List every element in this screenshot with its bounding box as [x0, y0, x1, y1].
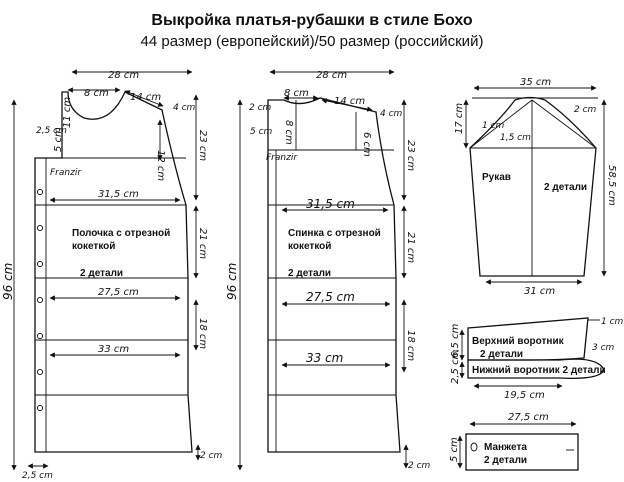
sleeve-cap-diag-left — [469, 99, 533, 149]
button-mark — [36, 332, 44, 340]
sleeve-one-five: 1,5 cm — [500, 133, 531, 143]
cuff-height: 5 cm — [449, 437, 460, 462]
collar-lower-outline — [467, 358, 605, 379]
page-subtitle: 44 размер (европейский)/50 размер (росси… — [140, 33, 484, 50]
collar-one: 1 cm — [601, 317, 624, 327]
sleeve-bottom-width: 31 cm — [524, 286, 555, 297]
front-label-2: кокеткой — [72, 241, 115, 252]
cuff-piece: 27,5 cm 5 cm Манжета 2 детали — [449, 412, 579, 471]
cuff-width: 27,5 cm — [508, 412, 549, 423]
cuff-button-mark — [470, 442, 478, 452]
back-label-2: кокеткой — [288, 241, 331, 252]
front-piece: 28 cm 8 cm 14 cm 11 cm 4 cm 2,5 cm 5 cm … — [1, 69, 223, 481]
sleeve-two: 2 cm — [574, 105, 597, 115]
back-six: 6 cm — [361, 132, 372, 157]
front-neck-depth: 11 cm — [62, 97, 73, 128]
sleeve-label: Рукав — [482, 172, 511, 183]
front-top-width: 28 cm — [108, 70, 139, 81]
back-shoulder: 14 cm — [334, 96, 365, 107]
back-neck-width: 8 cm — [284, 88, 309, 99]
front-side-small: 4 cm — [173, 103, 196, 113]
back-hem-drop: 2 cm — [408, 461, 431, 471]
back-five: 5 cm — [250, 127, 273, 137]
front-yoke-height: 23 cm — [197, 130, 208, 161]
cuff-label: Манжета — [484, 442, 527, 453]
front-buttons — [36, 188, 44, 412]
sleeve-length: 58,5 cm — [606, 165, 617, 206]
back-shoulder-dim — [321, 98, 373, 112]
collar-width: 19,5 cm — [504, 390, 545, 401]
button-mark — [36, 260, 44, 268]
back-label-1: Спинка с отрезной — [288, 228, 381, 239]
cuff-outline — [465, 433, 579, 471]
collar-h2: 2,5 cm — [450, 349, 461, 384]
front-waist: 27,5 cm — [98, 287, 139, 298]
back-top-width: 28 cm — [316, 70, 347, 81]
collar-upper-label: Верхний воротник — [472, 336, 565, 347]
front-franzir: Franzir — [50, 168, 82, 178]
back-side-small: 4 cm — [380, 109, 403, 119]
sleeve-cap-height: 17 cm — [454, 103, 465, 134]
collar-h1: 6,5 cm — [450, 323, 461, 358]
button-mark — [36, 296, 44, 304]
back-waist: 27,5 cm — [306, 290, 355, 304]
page-title: Выкройка платья-рубашки в стиле Бохо — [151, 12, 473, 29]
front-shoulder-dim — [124, 90, 164, 107]
front-hip-height: 18 cm — [197, 318, 208, 349]
back-two: 2 cm — [249, 103, 272, 113]
back-waist-height: 21 cm — [405, 232, 416, 263]
front-waist-height: 21 cm — [197, 228, 208, 259]
front-five: 5 cm — [53, 127, 64, 152]
front-shoulder: 14 cm — [130, 92, 161, 103]
front-neck-width: 8 cm — [84, 88, 109, 99]
front-total: 96 cm — [1, 263, 15, 300]
front-placket: 2,5 cm — [22, 471, 53, 481]
sleeve-cap-diag-right — [531, 99, 597, 149]
sleeve-count: 2 детали — [544, 182, 587, 193]
collar-piece: Верхний воротник 2 детали Нижний воротни… — [450, 317, 624, 401]
back-hem: 33 cm — [306, 351, 343, 365]
sleeve-top-width: 35 cm — [520, 77, 551, 88]
collar-upper-count: 2 детали — [480, 349, 523, 360]
back-franzir: Franzir — [266, 153, 298, 163]
front-chest: 31,5 cm — [98, 189, 139, 200]
cuff-count: 2 детали — [484, 455, 527, 466]
button-mark — [36, 404, 44, 412]
button-mark — [36, 188, 44, 196]
back-chest: 31,5 cm — [306, 197, 355, 211]
back-eight: 8 cm — [283, 120, 294, 145]
sleeve-piece: 35 cm 17 cm 1 cm 1,5 cm 2 cm Рукав 2 дет… — [454, 77, 617, 297]
back-yoke-height: 23 cm — [405, 140, 416, 171]
front-armhole: 12 cm — [155, 150, 166, 181]
front-hem-drop: 2 cm — [200, 451, 223, 461]
collar-lower-label: Нижний воротник 2 детали — [472, 365, 606, 376]
button-mark — [36, 224, 44, 232]
front-hem: 33 cm — [98, 344, 129, 355]
collar-three: 3 cm — [592, 343, 615, 353]
front-label-1: Полочка с отрезной — [72, 228, 170, 239]
sleeve-one: 1 cm — [482, 121, 505, 131]
back-piece: 28 cm 8 cm 14 cm 2 cm 5 cm 8 cm 4 cm 6 c… — [225, 69, 431, 471]
back-hip-height: 18 cm — [405, 330, 416, 361]
front-corner: 2,5 cm — [36, 126, 67, 136]
button-mark — [36, 368, 44, 376]
back-total: 96 cm — [225, 263, 239, 300]
back-label-3: 2 детали — [288, 268, 331, 279]
front-label-3: 2 детали — [80, 268, 123, 279]
